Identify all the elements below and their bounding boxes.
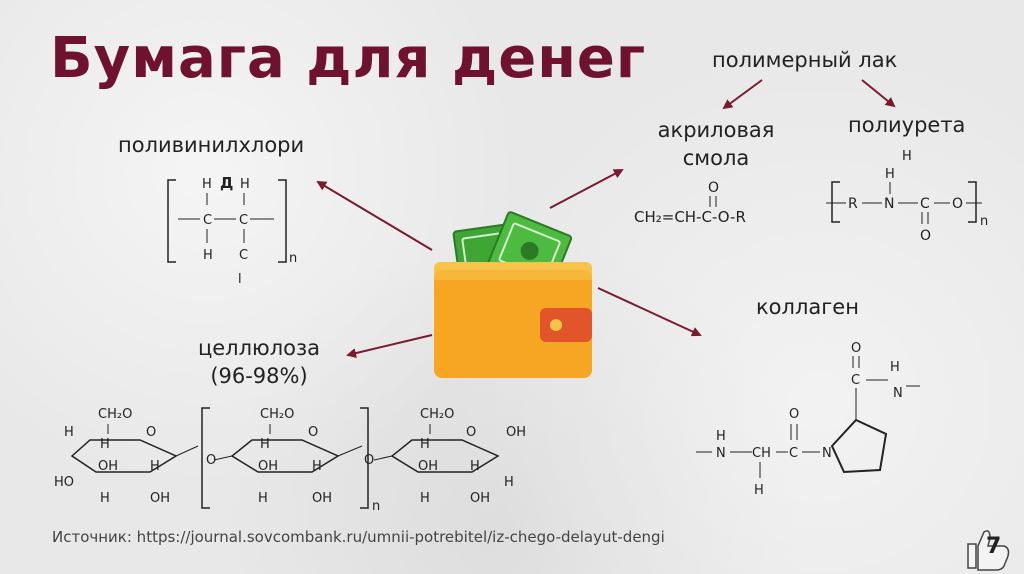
- cel-oh-3: OH: [418, 459, 438, 474]
- arrow-to-polyurethane: [861, 79, 896, 108]
- pvc-n: n: [289, 251, 297, 266]
- label-acrylic-line2: смола: [682, 146, 750, 170]
- col-o: O: [789, 407, 799, 422]
- col-h-right: H: [890, 360, 900, 375]
- pvc-bot-l: l: [238, 272, 242, 287]
- cel-h-3a: H: [420, 437, 430, 452]
- label-cellulose-percent: (96-98%): [210, 364, 308, 388]
- pu-c: C: [920, 196, 930, 212]
- col-c-top: C: [851, 373, 860, 388]
- cel-o-1: O: [146, 425, 156, 440]
- pvc-c1: C: [203, 213, 212, 228]
- label-pvc: поливинилхлори: [118, 133, 305, 157]
- col-n: N: [716, 446, 726, 461]
- thumbs-up-icon: [967, 530, 1010, 571]
- pu-h-n: H: [885, 167, 895, 182]
- pu-o: O: [952, 196, 963, 212]
- page-title: Бумага для денег: [50, 26, 647, 91]
- pvc-bot-h: H: [203, 248, 213, 263]
- label-polymer-lacquer: полимерный лак: [712, 48, 898, 72]
- cel-oh-2b: OH: [312, 491, 332, 506]
- cel-n: n: [372, 499, 380, 514]
- arrow-to-collagen: [597, 287, 702, 337]
- cellulose-ring-2: CH₂O O H OH H H OH: [213, 407, 363, 506]
- pvc-top-h1: H: [202, 177, 212, 192]
- cel-o-link-2: O: [364, 453, 374, 468]
- cel-h-2c: H: [258, 491, 268, 506]
- polyurethane-formula: H H R N C O O n: [826, 149, 988, 244]
- arrow-to-cellulose: [346, 334, 433, 359]
- pvc-formula: H Д H C C H C l n: [167, 174, 297, 287]
- cel-o-link-1: O: [206, 453, 216, 468]
- cel-ch2o-1: CH₂O: [98, 407, 132, 422]
- pvc-top-h2: H: [240, 177, 250, 192]
- cel-oh-1: OH: [98, 459, 118, 474]
- acrylic-chain: CH₂=CH-C-O-R: [634, 208, 746, 226]
- pu-h-top: H: [902, 149, 912, 164]
- col-ch: CH: [752, 446, 771, 461]
- pvc-bot-c: C: [239, 248, 248, 263]
- label-acrylic-resin: акриловая смола: [646, 118, 786, 170]
- cel-h-1a: H: [64, 425, 74, 440]
- col-h: H: [716, 429, 726, 444]
- pvc-top-d: Д: [220, 174, 233, 192]
- arrows: [316, 79, 896, 359]
- cel-oh-2: OH: [258, 459, 278, 474]
- cel-h-1b: H: [100, 437, 110, 452]
- col-c: C: [789, 446, 798, 461]
- cel-oh-1b: OH: [150, 491, 170, 506]
- collagen-formula: O C H N N H N CH C O H: [696, 341, 920, 498]
- label-cellulose: целлюлоза (96-98%): [184, 336, 334, 388]
- cel-h-2a: H: [260, 437, 270, 452]
- cel-ho-1: HO: [54, 475, 74, 490]
- arrow-to-pvc: [316, 180, 433, 251]
- label-acrylic-line1: акриловая: [657, 118, 775, 142]
- col-n-ring: N: [822, 446, 832, 461]
- arrow-to-acrylic: [549, 169, 624, 209]
- col-o-top: O: [851, 341, 861, 356]
- label-cellulose-name: целлюлоза: [197, 336, 321, 360]
- cellulose-formula: CH₂O O H H OH H HO H OH O CH₂O O H OH H …: [54, 407, 526, 514]
- label-polyurethane: полиурета: [848, 113, 966, 137]
- cel-h-2b: H: [312, 459, 322, 474]
- col-n-right: N: [893, 386, 903, 401]
- cel-h-1c: H: [150, 459, 160, 474]
- cel-ch2o-2: CH₂O: [260, 407, 294, 422]
- pu-n: N: [884, 196, 894, 212]
- cel-h-1d: H: [100, 491, 110, 506]
- cel-h-3c: H: [504, 475, 514, 490]
- acrylic-formula: O CH₂=CH-C-O-R: [634, 180, 746, 226]
- cel-oh-3a: OH: [506, 425, 526, 440]
- page-number: 7: [986, 534, 1002, 559]
- pvc-c2: C: [239, 213, 248, 228]
- cel-oh-3b: OH: [470, 491, 490, 506]
- pu-r: R: [848, 196, 858, 212]
- pu-co: O: [920, 228, 931, 244]
- pu-n-sub: n: [980, 214, 988, 229]
- cel-h-3b: H: [470, 459, 480, 474]
- wallet-icon: [434, 211, 592, 378]
- cel-ch2o-3: CH₂O: [420, 407, 454, 422]
- cel-o-3: O: [466, 425, 476, 440]
- acrylic-o: O: [708, 180, 719, 196]
- cel-o-2: O: [308, 425, 318, 440]
- arrow-to-acrylic-from-lacquer: [722, 79, 763, 110]
- cel-h-3d: H: [420, 491, 430, 506]
- source-citation: Источник: https://journal.sovcombank.ru/…: [52, 528, 665, 546]
- cellulose-ring-1: CH₂O O H H OH H HO H OH: [54, 407, 199, 506]
- label-collagen: коллаген: [756, 295, 859, 319]
- cellulose-ring-3: CH₂O O OH H OH H H H OH: [373, 407, 526, 506]
- col-h-bottom: H: [754, 483, 764, 498]
